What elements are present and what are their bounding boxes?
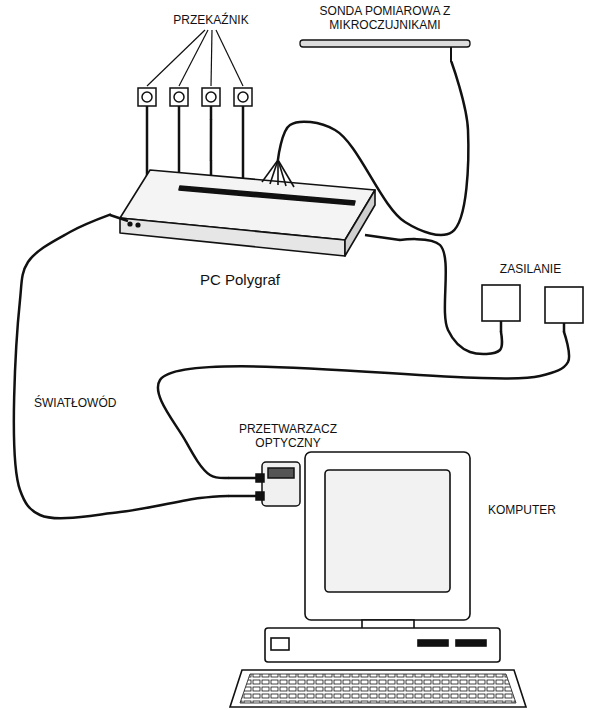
- polygraph-box: PC Polygraf: [110, 160, 400, 290]
- relay-cable: [210, 106, 213, 120]
- relay-symbol: [138, 88, 252, 106]
- relay-leaders: [147, 30, 243, 86]
- cable: [14, 215, 228, 519]
- probe-connector-fan: [262, 160, 278, 182]
- cable-plug: [500, 321, 503, 332]
- device-label: ZASILANIE: [500, 262, 561, 276]
- optical-converter: [256, 492, 264, 500]
- measuring-probe: [300, 40, 470, 62]
- optical-converter: [256, 462, 300, 506]
- relay-leaders: [211, 30, 212, 86]
- computer-symbol: [265, 628, 500, 662]
- optical-converter: [268, 468, 294, 478]
- device-label: PC Polygraf: [200, 271, 280, 288]
- relay-symbol: [234, 88, 252, 106]
- power-supply-group: ZASILANIE: [468, 258, 593, 332]
- relay-symbol: [202, 88, 220, 106]
- cable-plug: [110, 215, 128, 221]
- relay-symbol: [206, 92, 216, 102]
- relay-group: PRZEKAŹNIK: [130, 5, 292, 120]
- probe-connector-fan: [270, 160, 278, 184]
- computer-symbol: [418, 640, 448, 646]
- power-supply-box: [545, 287, 583, 323]
- relay-leaders: [216, 30, 243, 86]
- computer-symbol: [305, 452, 470, 620]
- computer-symbol: [271, 638, 289, 650]
- cable: [158, 332, 569, 478]
- computer-symbol: [325, 470, 450, 592]
- relay-symbol: [138, 88, 156, 106]
- computer-symbol: [456, 640, 486, 646]
- cable-plug: [365, 235, 400, 240]
- optical-converter: [256, 474, 264, 482]
- relay-symbol: [142, 92, 152, 102]
- relay-cable: [146, 106, 149, 182]
- probe-group: SONDA POMIAROWA Z MIKROCZUJNIKAMI: [290, 0, 480, 62]
- computer-symbol: [230, 670, 526, 707]
- polygraph-device: [128, 222, 132, 226]
- relay-leaders: [179, 30, 208, 86]
- polygraph-device: [136, 223, 140, 227]
- probe-connector-fan: [262, 160, 294, 187]
- measuring-probe: [300, 40, 470, 47]
- optical-converter: [262, 462, 300, 506]
- converter-box: PRZETWARZACZ OPTYCZNY: [228, 420, 348, 510]
- device-label: KOMPUTER: [488, 503, 556, 517]
- cable: [278, 62, 468, 235]
- device-label: SONDA POMIAROWA Z MIKROCZUJNIKAMI: [305, 4, 465, 32]
- power-supply-box: [482, 285, 583, 323]
- power-supply-box: [482, 285, 520, 321]
- polygraph-device: [120, 170, 375, 256]
- computer-box: KOMPUTER: [300, 445, 590, 707]
- cable: [210, 120, 213, 160]
- computer-symbol: [230, 452, 526, 707]
- computer-symbol: [240, 674, 516, 703]
- polygraph-device: [179, 186, 355, 205]
- relay-leaders: [147, 30, 205, 86]
- measuring-probe: [450, 47, 452, 62]
- cable-plug: [563, 323, 566, 332]
- cable: [400, 239, 502, 354]
- probe-connector-fan: [278, 160, 294, 187]
- device-label: PRZETWARZACZ OPTYCZNY: [233, 422, 343, 450]
- cable-label: ŚWIATŁOWÓD: [32, 396, 118, 410]
- device-label: PRZEKAŹNIK: [173, 13, 248, 27]
- relay-symbol: [170, 88, 188, 106]
- polygraph-device: [120, 218, 345, 256]
- relay-symbol: [174, 92, 184, 102]
- relay-symbol: [238, 92, 248, 102]
